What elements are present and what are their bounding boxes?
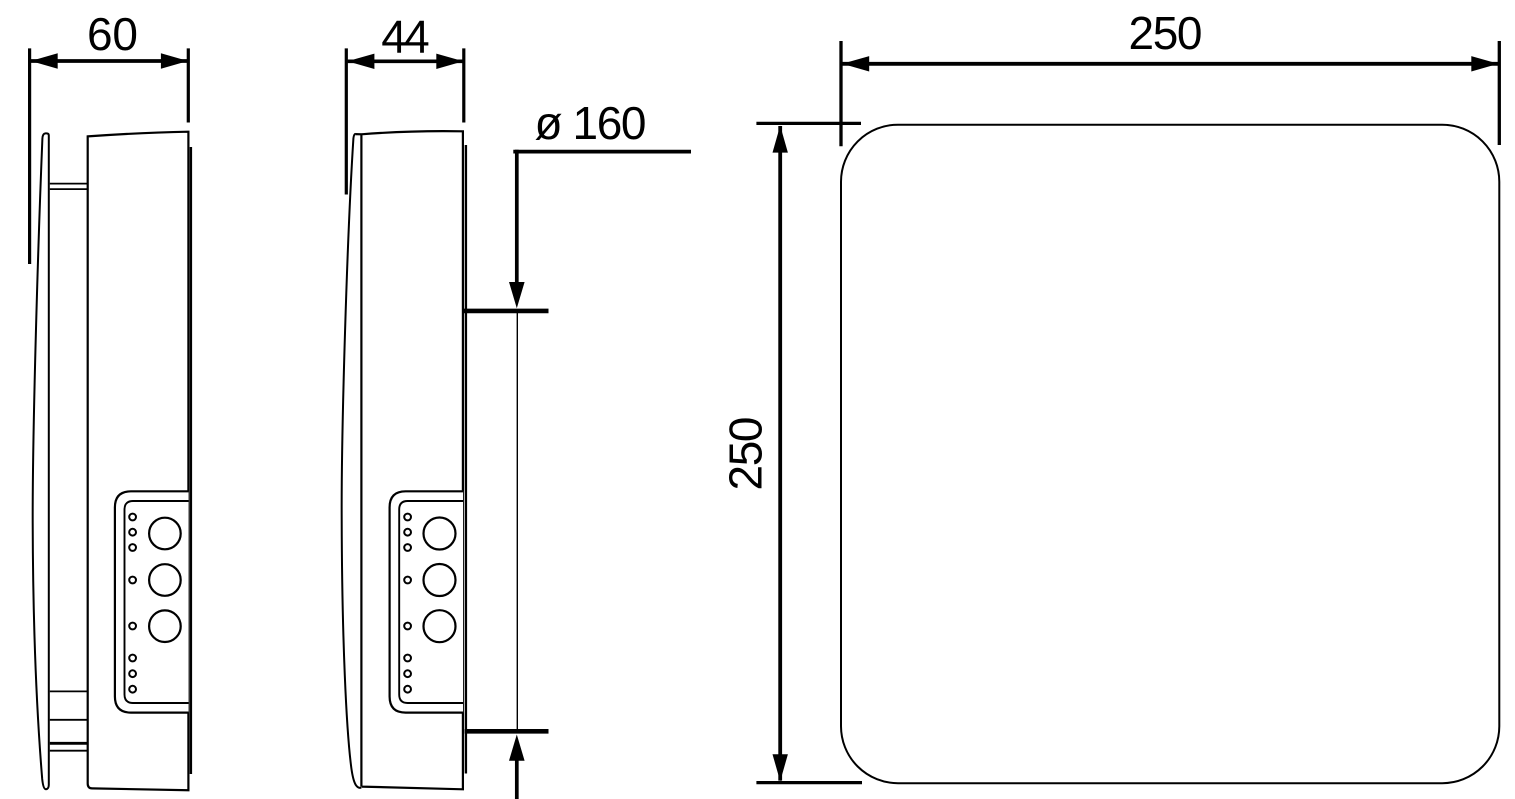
svg-text:250: 250: [1129, 7, 1203, 59]
svg-text:44: 44: [381, 10, 430, 62]
svg-text:ø 160: ø 160: [535, 97, 647, 149]
svg-text:250: 250: [719, 417, 771, 491]
svg-text:60: 60: [87, 8, 138, 60]
